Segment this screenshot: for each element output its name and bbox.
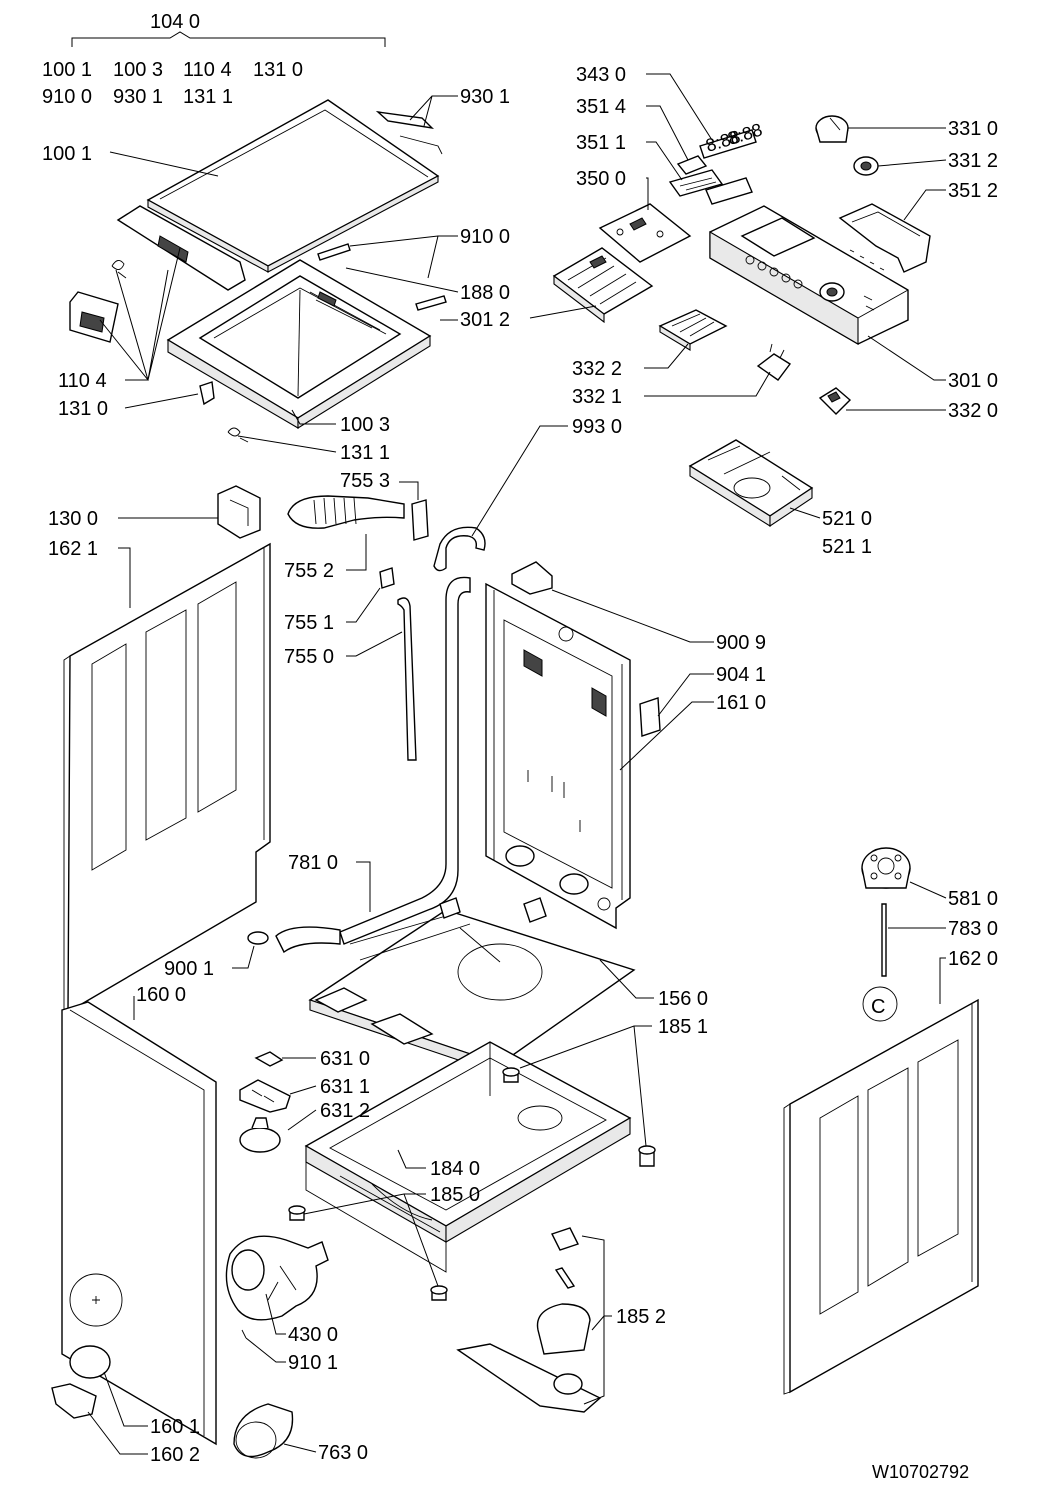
drawing-number: W10702792	[872, 1462, 969, 1482]
label-910-0: 910 0	[460, 226, 510, 248]
group-member: 110 4	[183, 59, 232, 81]
label-332-2: 332 2	[572, 358, 622, 380]
right-side-panel	[783, 998, 979, 1395]
label-185-2: 185 2	[616, 1306, 666, 1328]
label-755-3: 755 3	[340, 470, 390, 492]
label-900-1: 900 1	[164, 958, 214, 980]
label-755-2: 755 2	[284, 560, 334, 582]
label-900-9: 900 9	[716, 632, 766, 654]
label-351-1: 351 1	[576, 132, 626, 154]
label-130-0: 130 0	[48, 508, 98, 530]
display-digits: 8:88	[725, 119, 764, 148]
label-343-0: 343 0	[576, 64, 626, 86]
label-301-0: 301 0	[948, 370, 998, 392]
group-header: 104 0 100 1 100 3 110 4 131 0 910 0 930 …	[42, 11, 386, 108]
hoses-and-small-parts	[217, 485, 486, 761]
label-161-0: 161 0	[716, 692, 766, 714]
label-160-2: 160 2	[150, 1444, 200, 1466]
label-332-0: 332 0	[948, 400, 998, 422]
callout-c-letter: C	[871, 996, 885, 1018]
label-162-0: 162 0	[948, 948, 998, 970]
label-910-1: 910 1	[288, 1352, 338, 1374]
label-188-0: 188 0	[460, 282, 510, 304]
label-110-4: 110 4	[58, 370, 107, 392]
callout-c-circle	[862, 986, 898, 1022]
top-lid-assembly	[69, 99, 447, 443]
label-160-0: 160 0	[136, 984, 186, 1006]
label-131-0: 131 0	[58, 398, 108, 420]
label-930-1: 930 1	[460, 86, 510, 108]
group-member: 100 1	[42, 59, 92, 81]
left-side-panel	[63, 542, 271, 1018]
label-104-0: 104 0	[150, 11, 200, 33]
label-332-1: 332 1	[572, 386, 622, 408]
label-521-1: 521 1	[822, 536, 872, 558]
group-member: 100 3	[113, 59, 163, 81]
label-331-0: 331 0	[948, 118, 998, 140]
label-331-2: 331 2	[948, 150, 998, 172]
group-member: 910 0	[42, 86, 92, 108]
front-panel	[51, 1001, 217, 1446]
label-521-0: 521 0	[822, 508, 872, 530]
label-301-2: 301 2	[460, 309, 510, 331]
label-755-0: 755 0	[284, 646, 334, 668]
label-156-0: 156 0	[658, 988, 708, 1010]
cabinet-rear	[275, 561, 661, 954]
label-100-1: 100 1	[42, 143, 92, 165]
label-904-1: 904 1	[716, 664, 766, 686]
label-350-0: 350 0	[576, 168, 626, 190]
label-781-0: 781 0	[288, 852, 338, 874]
label-351-4: 351 4	[576, 96, 626, 118]
label-581-0: 581 0	[948, 888, 998, 910]
group-member: 930 1	[113, 86, 163, 108]
base-tray	[247, 897, 636, 1075]
base-frame	[288, 1041, 656, 1301]
label-185-0: 185 0	[430, 1184, 480, 1206]
label-162-1: 162 1	[48, 538, 98, 560]
label-185-1: 185 1	[658, 1016, 708, 1038]
drain-pump	[225, 1235, 329, 1459]
label-631-1: 631 1	[320, 1076, 370, 1098]
small-base-parts	[239, 1051, 291, 1153]
group-member: 131 1	[183, 86, 233, 108]
label-184-0: 184 0	[430, 1158, 480, 1180]
group-member: 131 0	[253, 59, 303, 81]
label-631-2: 631 2	[320, 1100, 370, 1122]
leader-lines	[87, 73, 947, 1455]
label-783-0: 783 0	[948, 918, 998, 940]
label-430-0: 430 0	[288, 1324, 338, 1346]
part-labels: 930 1 100 1 910 0 188 0 301 2 110 4 131 …	[42, 64, 998, 1482]
label-993-0: 993 0	[572, 416, 622, 438]
damper-assembly: C	[861, 847, 911, 1022]
label-160-1: 160 1	[150, 1416, 200, 1438]
label-351-2: 351 2	[948, 180, 998, 202]
label-755-1: 755 1	[284, 612, 334, 634]
leveling-parts	[456, 1227, 602, 1413]
label-763-0: 763 0	[318, 1442, 368, 1464]
label-631-0: 631 0	[320, 1048, 370, 1070]
label-131-1: 131 1	[340, 442, 390, 464]
label-100-3: 100 3	[340, 414, 390, 436]
